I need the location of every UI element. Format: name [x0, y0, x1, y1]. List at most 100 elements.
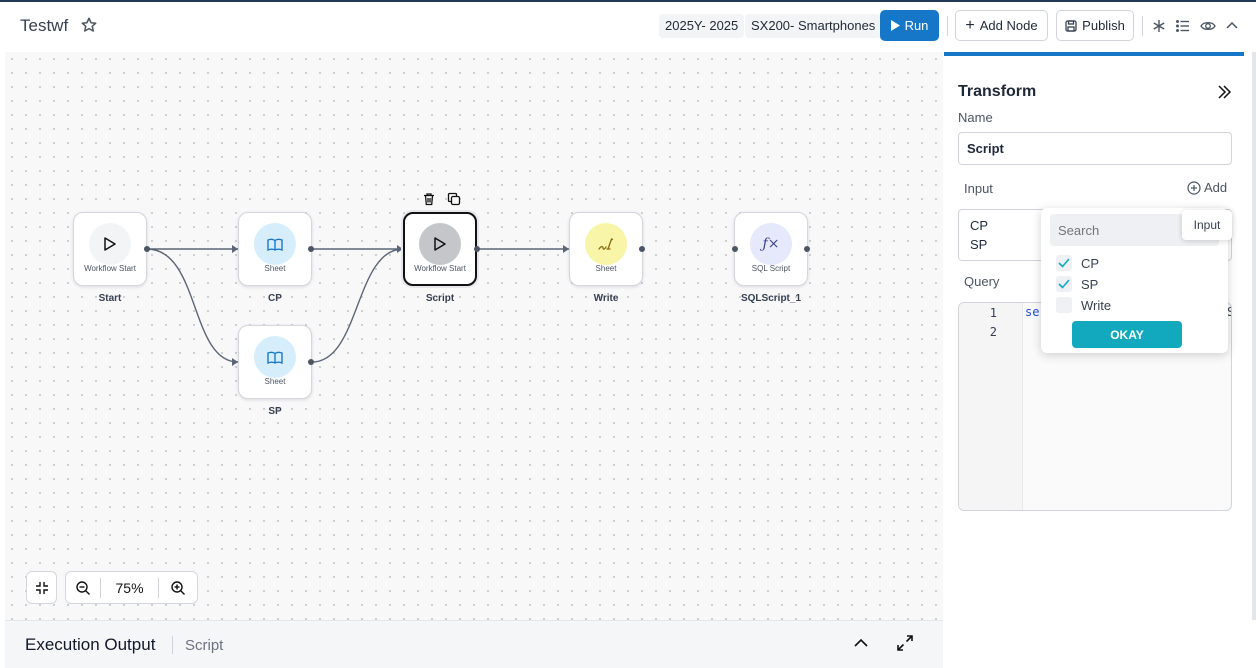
zoom-level: 75% [115, 579, 144, 596]
snowflake-icon[interactable] [1151, 18, 1167, 34]
check-icon [1058, 279, 1070, 289]
save-icon [1065, 19, 1077, 32]
input-tag: CP [970, 218, 989, 233]
double-chevron-right-icon[interactable] [1216, 84, 1232, 100]
node-label: SQLScript_1 [740, 293, 802, 304]
node-subtitle: Workflow Start [84, 264, 136, 273]
zoom-out-button[interactable] [66, 571, 100, 604]
left-strip [0, 52, 5, 668]
checkbox-unchecked[interactable] [1056, 297, 1072, 313]
zoom-out-icon [76, 580, 90, 595]
list-icon[interactable] [1175, 18, 1191, 34]
node-write[interactable]: Sheet [569, 212, 643, 286]
node-label: SP [268, 406, 282, 417]
copy-icon[interactable] [447, 192, 461, 206]
period-badge[interactable]: 2025Y- 2025 [659, 14, 745, 38]
zoom-group: 75% [65, 571, 198, 604]
divider [158, 577, 160, 598]
line-number: 1 [989, 306, 997, 320]
option-label: CP [1081, 255, 1100, 271]
line-number: 2 [989, 325, 997, 339]
add-input-button[interactable]: Add [1187, 180, 1227, 195]
divider [99, 577, 101, 598]
arrow-head [397, 245, 403, 253]
node-subtitle: Sheet [595, 264, 617, 273]
okay-button[interactable]: OKAY [1072, 321, 1182, 348]
option-cp[interactable]: CP [1056, 255, 1099, 271]
eye-icon[interactable] [1200, 18, 1216, 34]
edge-sp-script [311, 248, 404, 363]
star-icon[interactable] [80, 16, 98, 34]
node-subtitle: Sheet [264, 264, 286, 273]
option-label: SP [1081, 276, 1099, 292]
chevron-up-icon[interactable] [853, 635, 869, 651]
trash-icon[interactable] [422, 192, 436, 206]
line-gutter: 1 2 [959, 303, 1023, 510]
node-subtitle: SQL Script [751, 264, 791, 273]
node-label: Script [425, 293, 455, 304]
node-label: CP [268, 293, 282, 304]
output-port[interactable] [308, 246, 314, 252]
play-icon [89, 223, 131, 265]
execution-output-bar: Execution Output Script [5, 620, 943, 668]
name-field[interactable]: Script [958, 132, 1232, 165]
chevron-up-icon[interactable] [1224, 18, 1240, 34]
divider [1142, 16, 1143, 36]
zoom-in-icon [171, 580, 186, 595]
top-bar: Testwf 2025Y- 2025 SX200- Smartphones Ru… [0, 4, 1256, 46]
book-icon [254, 336, 296, 378]
add-node-button[interactable]: + Add Node [955, 10, 1048, 41]
node-label: Write [593, 293, 619, 304]
node-sp[interactable]: Sheet [238, 325, 312, 399]
node-cp[interactable]: Sheet [238, 212, 312, 286]
node-script[interactable]: Workflow Start [403, 212, 477, 286]
publish-label: Publish [1082, 18, 1125, 33]
output-port[interactable] [144, 246, 150, 252]
input-tag: SP [970, 237, 988, 252]
option-sp[interactable]: SP [1056, 276, 1098, 292]
add-label: Add [1204, 180, 1228, 195]
run-label: Run [904, 18, 929, 33]
transform-panel: Transform Name Script Input Add CP SP Qu… [944, 52, 1244, 668]
expand-icon[interactable] [896, 634, 914, 652]
edges-layer [146, 245, 569, 366]
output-port[interactable] [474, 246, 480, 252]
execution-title: Execution Output [25, 635, 156, 654]
panel-scrollbar[interactable] [1252, 52, 1256, 620]
output-port[interactable] [639, 246, 645, 252]
plus-circle-icon [1187, 180, 1201, 195]
node-sqlscript[interactable]: ƒ× SQL Script [734, 212, 808, 286]
divider [947, 16, 948, 36]
arrow-head [232, 358, 238, 366]
play-icon [890, 20, 900, 31]
workflow-canvas[interactable] [5, 52, 943, 620]
code-text: se [1025, 305, 1040, 319]
node-start[interactable]: Workflow Start [73, 212, 147, 286]
node-subtitle: Sheet [264, 377, 286, 386]
publish-button[interactable]: Publish [1056, 10, 1134, 41]
function-icon: ƒ× [750, 223, 792, 265]
zoom-in-button[interactable] [159, 571, 197, 604]
panel-title: Transform [958, 83, 1037, 100]
arrow-head [563, 245, 569, 253]
input-port[interactable] [732, 246, 738, 252]
output-port[interactable] [804, 246, 810, 252]
execution-subtitle: Script [185, 637, 224, 654]
code-text-end: S [1227, 305, 1231, 319]
fit-view-button[interactable] [26, 571, 57, 604]
checkbox-checked[interactable] [1056, 276, 1072, 292]
node-subtitle: Workflow Start [414, 264, 466, 273]
book-icon [254, 223, 296, 265]
collapse-icon [35, 581, 48, 594]
product-badge[interactable]: SX200- Smartphones [745, 14, 882, 38]
edge-start-sp [146, 248, 239, 363]
run-button[interactable]: Run [880, 10, 939, 41]
node-label: Start [98, 293, 122, 304]
output-port[interactable] [308, 359, 314, 365]
option-write[interactable]: Write [1056, 297, 1111, 313]
zoom-controls: 75% [26, 571, 198, 604]
check-icon [1058, 258, 1070, 268]
checkbox-checked[interactable] [1056, 255, 1072, 271]
name-label: Name [958, 110, 993, 125]
